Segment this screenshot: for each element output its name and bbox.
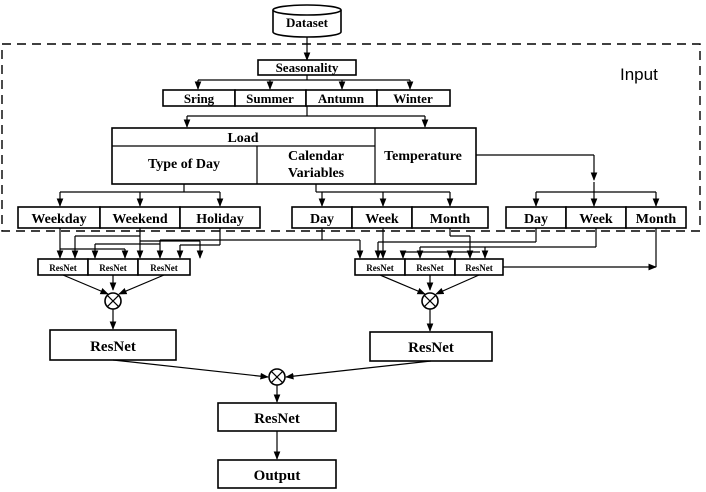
right-resnet-label: ResNet [408,340,454,356]
left-resnet-label: ResNet [90,339,136,355]
final-resnet-box [217,402,337,432]
right-resnet-box [369,331,493,362]
day-type-label: Weekday [31,212,86,227]
temperature-var-label: Week [579,212,613,227]
season-label: Winter [393,91,433,106]
input-region-label: Input [620,65,658,84]
calendar-var-label: Day [310,212,334,227]
calendar-var-label: Week [365,212,399,227]
season-box [376,89,451,107]
right-resnet-row: ResNet ResNet ResNet [354,258,504,276]
calendar-variables-label: Calendar [288,149,344,164]
output-label: Output [254,468,301,484]
resnet-small-label: ResNet [465,263,493,273]
load-block: Load Type of Day Calendar Variables Temp… [111,127,477,185]
dataset-label: Dataset [286,15,329,30]
season-label: Antumn [318,91,365,106]
left-resnet-row: ResNet ResNet ResNet [37,258,191,276]
season-label: Summer [246,91,294,106]
final-resnet-label: ResNet [254,411,300,427]
load-label: Load [227,131,258,146]
resnet-small-label: ResNet [416,263,444,273]
temperature-label: Temperature [384,149,462,164]
day-type-label: Holiday [196,212,243,227]
type-of-day-label: Type of Day [148,157,220,172]
calendar-var-label: Month [430,212,471,227]
day-type-label: Weekend [112,212,167,227]
seasonality-label: Seasonality [276,60,339,75]
season-label: Sring [184,91,215,106]
resnet-small-label: ResNet [99,263,127,273]
resnet-small-label: ResNet [49,263,77,273]
dataset-node: Dataset [272,4,342,38]
output-box [217,459,337,489]
seasons-row: Sring Summer Antumn Winter [162,89,451,107]
resnet-small-label: ResNet [366,263,394,273]
left-multiply-node [104,292,122,310]
calendar-vars-row: Day Week Month [291,206,489,229]
day-type-row: Weekday Weekend Holiday [17,206,261,229]
temperature-var-label: Day [524,212,548,227]
resnet-small-label: ResNet [150,263,178,273]
input-region [1,43,701,232]
right-multiply-node [421,292,439,310]
temperature-var-label: Month [636,212,677,227]
calendar-variables-label: Variables [288,166,345,181]
final-multiply-node [268,368,286,386]
temperature-vars-row: Day Week Month [505,206,687,229]
